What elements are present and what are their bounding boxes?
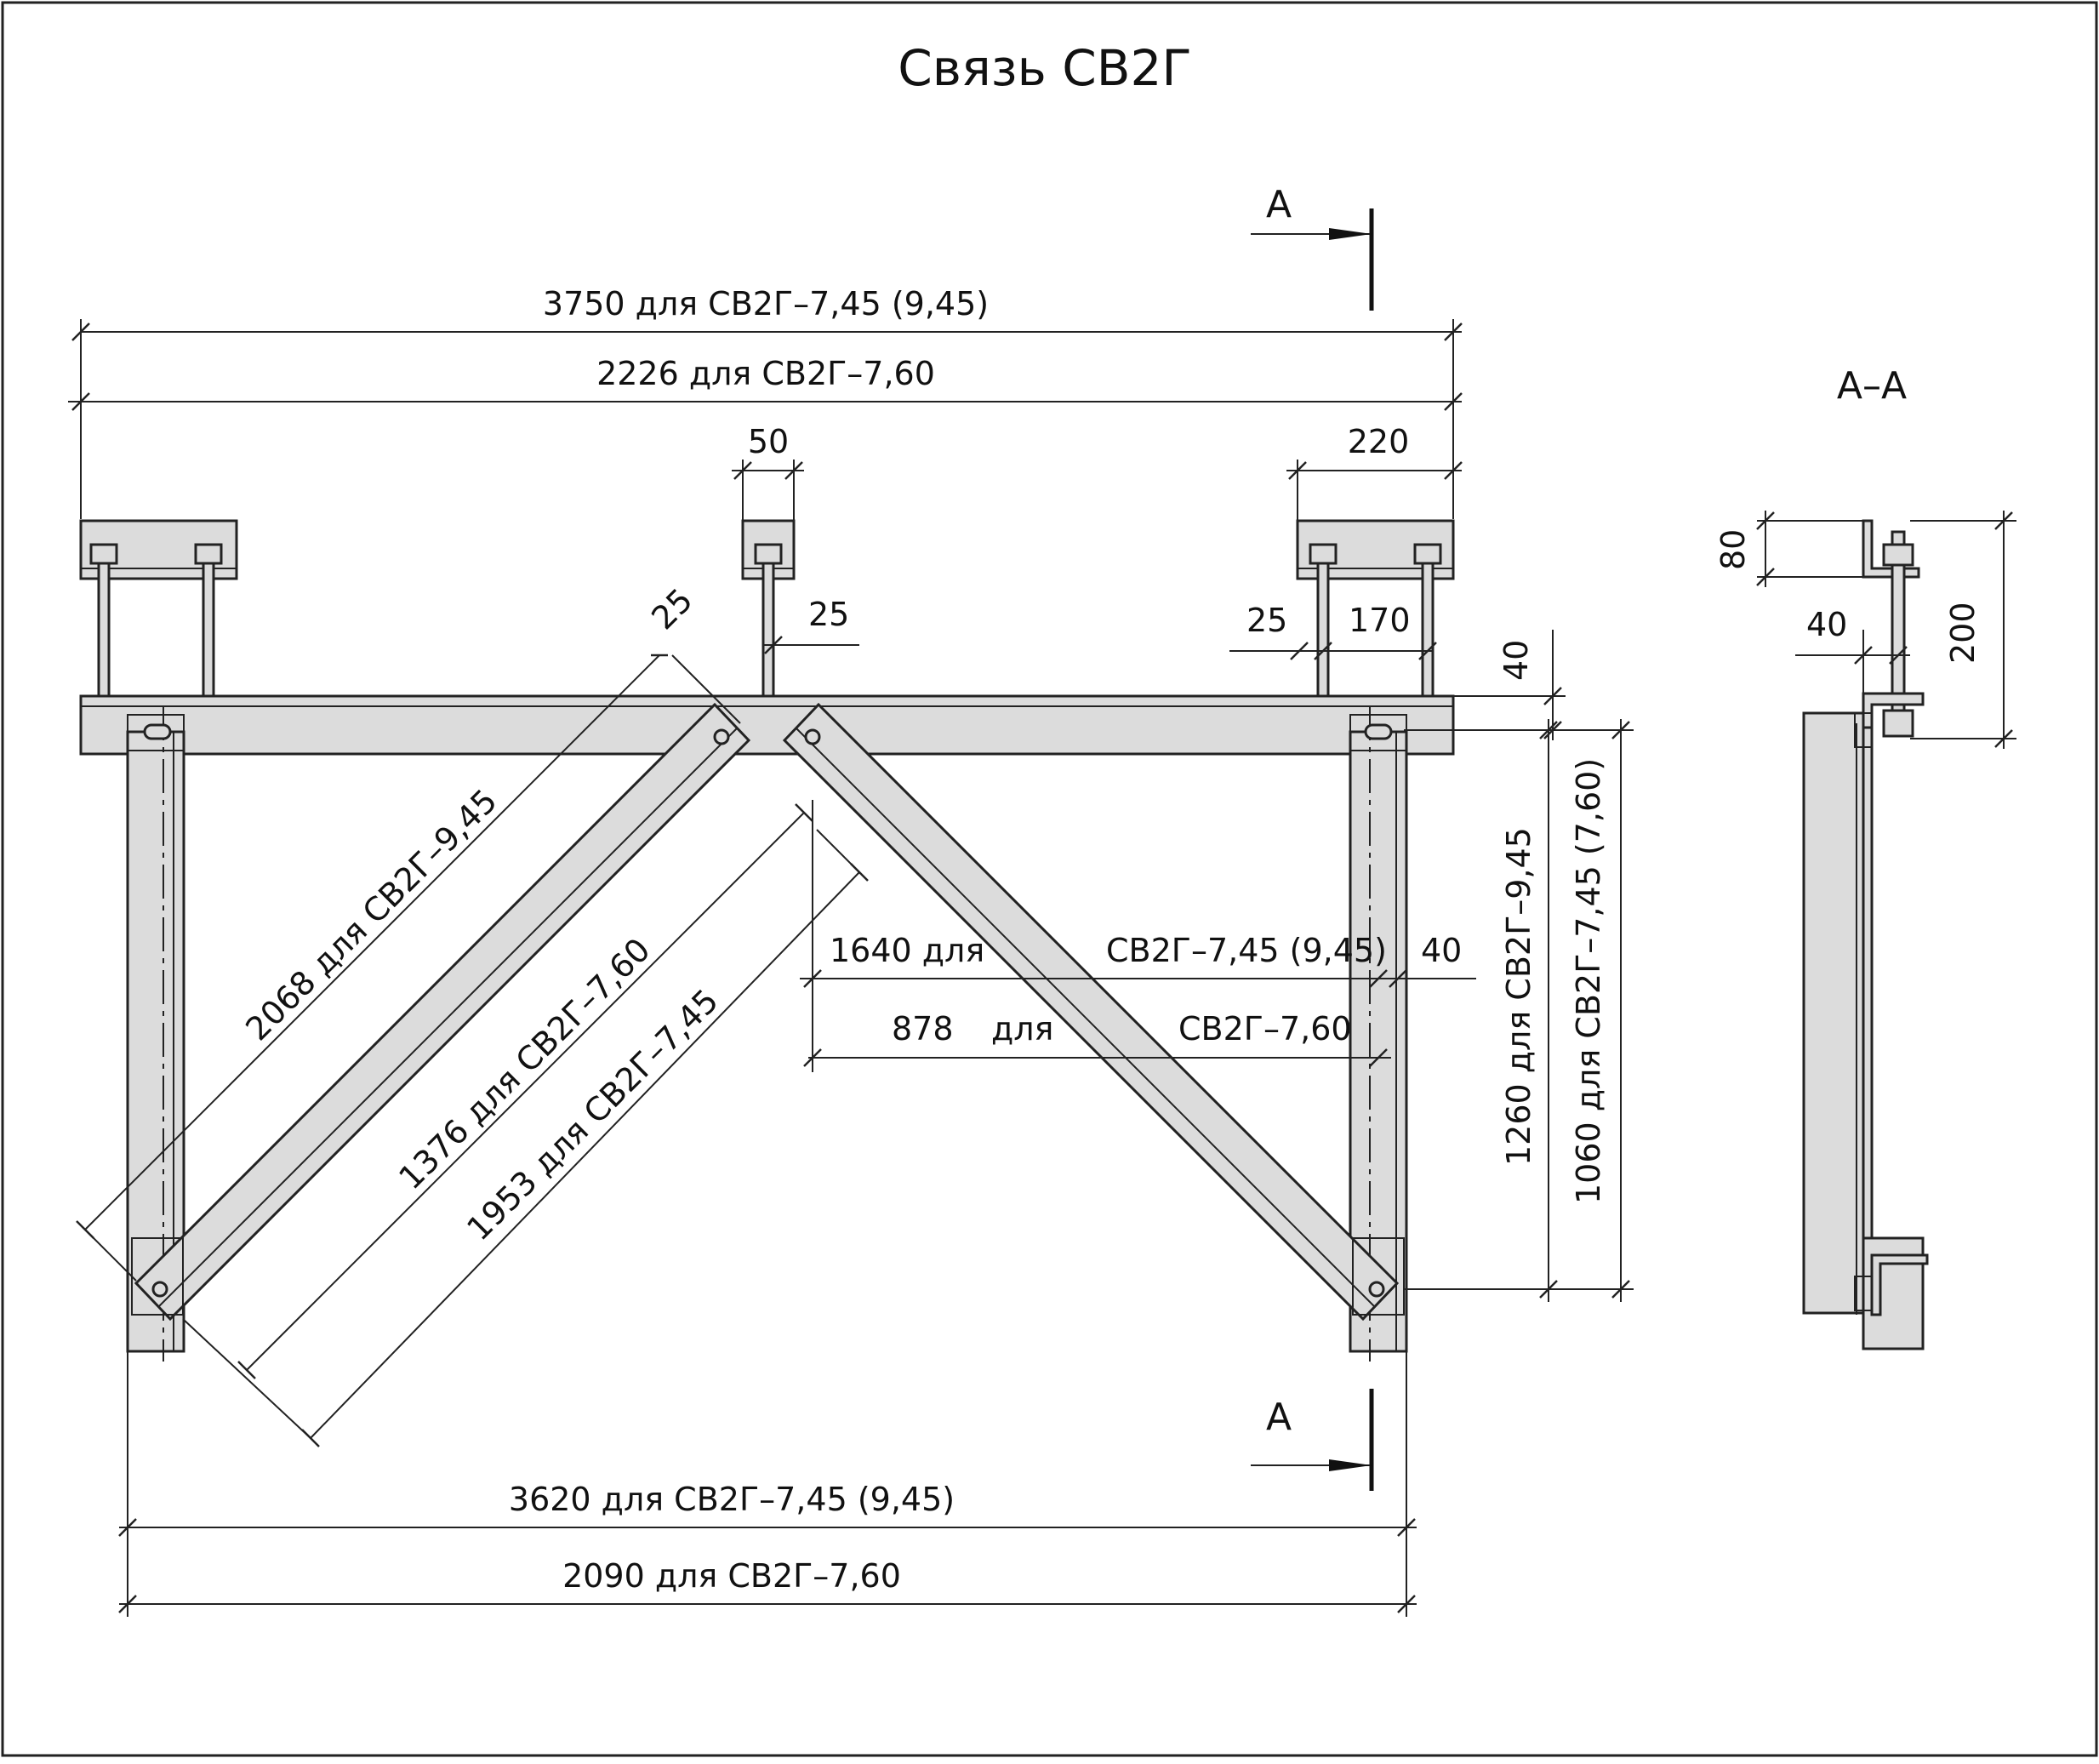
dim-25-right: 25 [1246, 602, 1287, 639]
section-cut-markers: А А [1251, 183, 1374, 1491]
drawing-title: Связь СВ2Г [898, 39, 1192, 97]
dim-878-b: для [991, 1010, 1053, 1048]
diagonal-brace-left [134, 702, 751, 1322]
dim-25-diag: 25 [644, 581, 699, 637]
dim-3750: 3750 для СВ2Г–7,45 (9,45) [543, 285, 989, 323]
dim-2226: 2226 для СВ2Г–7,60 [596, 355, 935, 392]
dim-170: 170 [1349, 602, 1411, 639]
dim-1640-a: 1640 для [830, 932, 984, 969]
dim-40-top: 40 [1497, 640, 1535, 681]
dim-25-mid: 25 [808, 596, 849, 633]
dim-1060: 1060 для СВ2Г–7,45 (7,60) [1570, 758, 1607, 1204]
dim-1260: 1260 для СВ2Г–9,45 [1500, 827, 1537, 1166]
dim-3620: 3620 для СВ2Г–7,45 (9,45) [509, 1481, 955, 1518]
horizontal-beam [79, 694, 1455, 756]
section-view: А–А 80 40 200 [1714, 364, 2016, 1350]
dim-878-c: СВ2Г–7,60 [1178, 1010, 1352, 1048]
dim-40-right: 40 [1421, 932, 1462, 969]
sec-dim-80: 80 [1714, 529, 1752, 570]
dim-50: 50 [748, 423, 789, 460]
section-marker-bottom: А [1266, 1396, 1292, 1439]
diagonal-brace-right [782, 702, 1400, 1322]
section-label: А–А [1837, 364, 1907, 408]
main-view [79, 519, 1455, 1362]
dim-1640-b: СВ2Г–7,45 (9,45) [1106, 932, 1387, 969]
section-marker-top: А [1266, 183, 1292, 226]
dim-220: 220 [1348, 423, 1410, 460]
dim-2090: 2090 для СВ2Г–7,60 [562, 1557, 901, 1595]
dim-878-a: 878 [892, 1010, 954, 1048]
sec-dim-40: 40 [1806, 606, 1847, 643]
sec-dim-200: 200 [1944, 602, 1982, 664]
